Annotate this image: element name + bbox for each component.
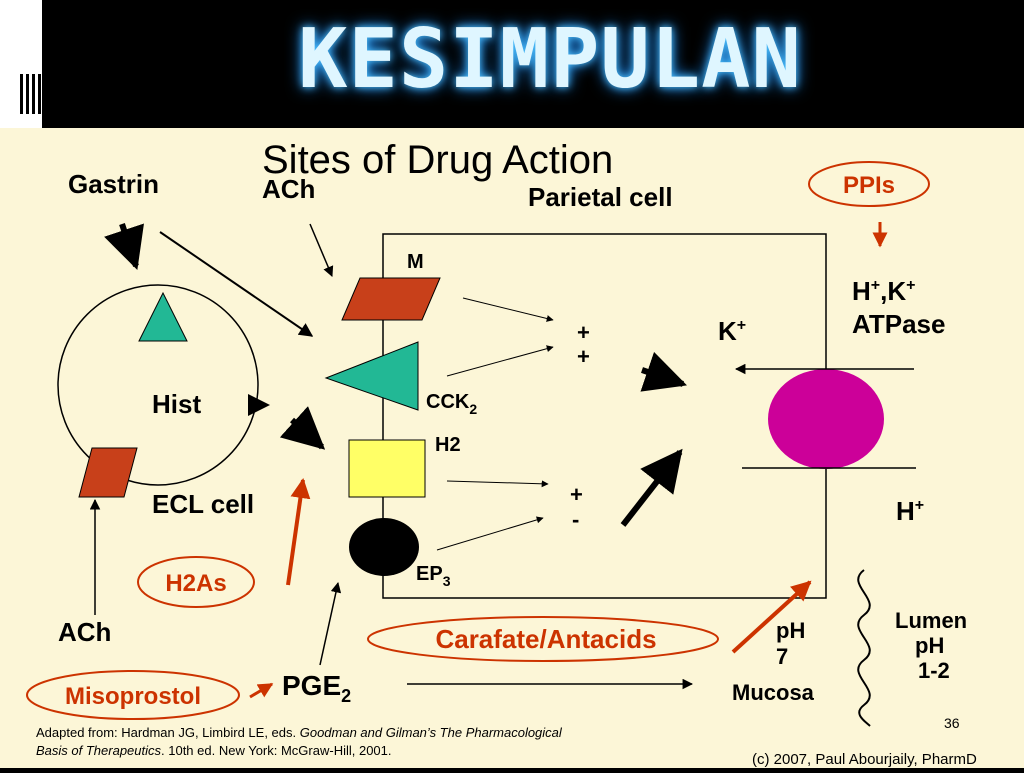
ecl-receptor-parallelogram xyxy=(78,447,138,498)
stimulation-arrow-top xyxy=(640,351,687,392)
gastrin-to-parietal-arrow xyxy=(159,231,314,337)
mucosa-ph-value: 7 xyxy=(776,644,788,669)
hist-label: Hist xyxy=(152,389,201,419)
k-ion-label: K+ xyxy=(718,316,746,346)
lumen-ph-value: 1-2 xyxy=(918,658,950,683)
plus-sign-2: + xyxy=(577,344,590,369)
h2-receptor-label: H2 xyxy=(435,434,461,456)
pump-label-line2: ATPase xyxy=(852,309,945,339)
pge2-label: PGE2 xyxy=(282,670,351,706)
ppis-label: PPIs xyxy=(843,172,895,199)
pump-label-line1: H+,K+ xyxy=(852,276,915,306)
ach-bottom-label: ACh xyxy=(58,617,111,647)
minus-sign: - xyxy=(572,507,579,532)
pge2-to-ep3-arrow xyxy=(319,581,342,666)
mucosa-ph-label: pH xyxy=(776,618,805,643)
ecl-cell-label: ECL cell xyxy=(152,489,254,519)
m-signal-arrow xyxy=(462,297,554,322)
ecl-receptor-triangle xyxy=(138,291,188,342)
decorative-corner xyxy=(0,0,42,128)
plus-sign-3: + xyxy=(570,482,583,507)
h2-receptor xyxy=(348,439,426,498)
h-ion-label: H+ xyxy=(896,496,924,526)
citation-line-2: Basis of Therapeutics. 10th ed. New York… xyxy=(36,743,392,758)
carafate-oval xyxy=(367,616,719,662)
mucosa-label: Mucosa xyxy=(732,680,815,705)
h2as-label: H2As xyxy=(165,570,226,597)
drug-action-diagram: Sites of Drug Action Parietal cell Gastr… xyxy=(26,138,977,768)
ecl-cell-outline xyxy=(57,284,259,486)
slide-title: KESIMPULAN xyxy=(298,12,802,107)
h2-signal-arrow xyxy=(446,480,549,488)
copyright-notice: (c) 2007, Paul Abourjaily, PharmD xyxy=(752,751,977,768)
parietal-cell-box xyxy=(382,233,827,599)
h2as-arrow xyxy=(286,478,311,586)
carafate-arrow xyxy=(731,580,812,654)
carafate-label: Carafate/Antacids xyxy=(435,624,656,654)
m-receptor xyxy=(341,277,441,321)
decorative-bars-icon xyxy=(20,74,44,114)
ep3-receptor-label: EP3 xyxy=(416,563,451,589)
lumen-ph-label: pH xyxy=(915,633,944,658)
citation-line-1: Adapted from: Hardman JG, Limbird LE, ed… xyxy=(36,725,563,740)
misoprostol-label: Misoprostol xyxy=(65,683,201,710)
misoprostol-arrow xyxy=(249,682,274,699)
hist-to-h2-arrow xyxy=(279,406,326,450)
ep3-receptor xyxy=(349,518,419,576)
stimulation-arrow-bottom xyxy=(620,448,683,527)
lumen-label: Lumen xyxy=(895,608,967,633)
h2as-oval xyxy=(137,556,255,608)
proton-pump xyxy=(768,369,884,469)
plus-sign-1: + xyxy=(577,320,590,345)
parietal-cell-label: Parietal cell xyxy=(528,182,673,212)
m-receptor-label: M xyxy=(407,251,424,273)
title-bar: KESIMPULAN xyxy=(0,0,1024,128)
hist-pointer xyxy=(248,394,270,416)
diagram-title: Sites of Drug Action xyxy=(262,138,613,182)
gastrin-to-ecl-arrow xyxy=(104,223,144,270)
drug-action-figure: Sites of Drug Action Parietal cell Gastr… xyxy=(0,128,1024,768)
ep3-signal-arrow xyxy=(436,516,544,551)
cck-receptor-label: CCK2 xyxy=(426,391,477,417)
cck-receptor xyxy=(324,341,419,411)
ppis-oval xyxy=(808,161,930,207)
gastrin-label: Gastrin xyxy=(68,169,159,199)
ach-top-label: ACh xyxy=(262,174,315,204)
slide-number: 36 xyxy=(944,715,960,731)
membrane-wave xyxy=(857,569,871,727)
cck-signal-arrow xyxy=(446,345,554,377)
misoprostol-oval xyxy=(26,670,240,720)
ach-to-m-arrow xyxy=(309,223,334,277)
